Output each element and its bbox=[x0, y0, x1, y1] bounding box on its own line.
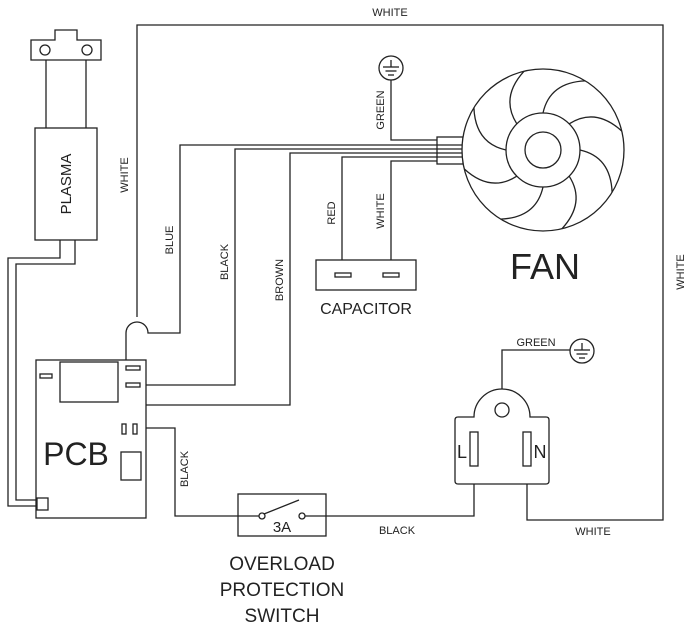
wires bbox=[7, 24, 664, 521]
pcb-label: PCB bbox=[43, 436, 109, 472]
switch-name-line3: SWITCH bbox=[245, 606, 320, 627]
switch-name-line2: PROTECTION bbox=[220, 580, 345, 601]
pcb-terminal-blue bbox=[125, 365, 141, 371]
label-white-top: WHITE bbox=[372, 7, 407, 19]
power-plug: L N bbox=[454, 388, 550, 485]
switch-rating: 3A bbox=[273, 519, 291, 536]
label-red: RED bbox=[326, 201, 338, 224]
plasma-box bbox=[34, 127, 98, 241]
wire-red-capacitor bbox=[341, 156, 437, 274]
pcb: PCB bbox=[35, 359, 147, 519]
ground-symbol-fan bbox=[378, 55, 404, 81]
pcb-relay bbox=[59, 361, 119, 403]
wire-white-capacitor bbox=[390, 160, 437, 274]
wire-black-switch bbox=[141, 427, 238, 517]
label-black-bottom: BLACK bbox=[379, 525, 416, 537]
wire-plasma-2 bbox=[15, 240, 76, 501]
capacitor-terminal-left bbox=[334, 272, 352, 278]
plasma-label: PLASMA bbox=[58, 154, 75, 215]
wire-plasma-1 bbox=[7, 240, 61, 507]
switch-box bbox=[237, 493, 327, 537]
pcb-terminal-pair-right bbox=[132, 423, 138, 435]
plasma-connector-hole-left bbox=[39, 44, 51, 56]
fan-blade bbox=[509, 70, 525, 125]
plug-neutral-pin bbox=[522, 431, 532, 467]
label-white-capacitor: WHITE bbox=[375, 193, 387, 228]
switch-contact-right bbox=[298, 512, 306, 520]
label-brown: BROWN bbox=[274, 259, 286, 301]
plasma-connector bbox=[30, 29, 102, 61]
fan-blades bbox=[463, 70, 623, 230]
pcb-terminal-black bbox=[125, 382, 141, 388]
wire-labels: WHITE WHITE WHITE WHITE WHITE BLUE BLACK… bbox=[119, 7, 687, 538]
switch-arm bbox=[263, 499, 300, 515]
plasma-connector-hole-right bbox=[81, 44, 93, 56]
ground-symbol-plug bbox=[569, 338, 595, 364]
wire-white-top bbox=[136, 24, 664, 521]
label-white-bottom: WHITE bbox=[575, 526, 610, 538]
fan-blade bbox=[579, 149, 613, 193]
fan-blade bbox=[542, 80, 586, 114]
label-black-pcb: BLACK bbox=[219, 243, 231, 280]
capacitor-terminal-right bbox=[382, 272, 400, 278]
fan-blade bbox=[500, 186, 544, 220]
capacitor-box bbox=[315, 259, 417, 291]
fan-connector bbox=[436, 136, 464, 165]
fan-blade bbox=[463, 168, 518, 184]
pcb-plasma-terminal bbox=[36, 497, 49, 511]
label-black-switch: BLACK bbox=[179, 450, 191, 487]
capacitor: CAPACITOR bbox=[315, 259, 417, 318]
label-white-right: WHITE bbox=[675, 254, 687, 289]
fan-blade bbox=[473, 107, 507, 151]
label-green-plug: GREEN bbox=[516, 337, 555, 349]
wire-black-pcb bbox=[126, 148, 437, 386]
switch-contact-left bbox=[258, 512, 266, 520]
fan-blade bbox=[561, 175, 577, 230]
pcb-terminal-top-left bbox=[39, 373, 53, 379]
plasma-module: PLASMA bbox=[30, 29, 102, 241]
wire-green-plug bbox=[501, 349, 570, 403]
plug-neutral-label: N bbox=[534, 442, 547, 462]
wire-green-fan bbox=[390, 80, 437, 141]
wire-blue bbox=[125, 144, 437, 366]
fan: FAN bbox=[436, 68, 625, 287]
pcb-component bbox=[120, 451, 142, 481]
fan-blade bbox=[568, 116, 623, 132]
plug-live-pin bbox=[469, 431, 479, 467]
wire-black-live bbox=[326, 484, 475, 517]
pcb-terminal-pair-left bbox=[121, 423, 127, 435]
plug-live-label: L bbox=[457, 442, 467, 462]
overload-switch: 3A OVERLOAD PROTECTION SWITCH bbox=[220, 493, 345, 627]
label-green-fan: GREEN bbox=[375, 90, 387, 129]
fan-hub-inner bbox=[524, 131, 562, 169]
switch-name-line1: OVERLOAD bbox=[229, 554, 335, 575]
fan-label: FAN bbox=[510, 246, 580, 287]
plug-ground-pin bbox=[494, 402, 510, 418]
capacitor-label: CAPACITOR bbox=[320, 301, 412, 318]
label-white-left: WHITE bbox=[119, 157, 131, 192]
label-blue: BLUE bbox=[164, 226, 176, 255]
